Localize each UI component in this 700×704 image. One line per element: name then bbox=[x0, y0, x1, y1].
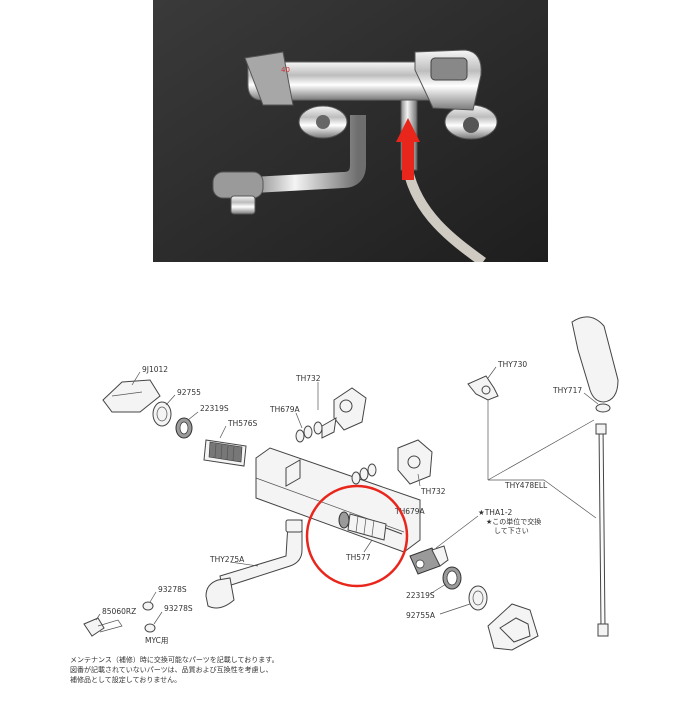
label-th732-top: TH732 bbox=[295, 374, 321, 383]
label-9j1012: 9J1012 bbox=[142, 365, 168, 374]
shower-hose bbox=[403, 168, 486, 262]
part-th679a-top bbox=[295, 421, 323, 443]
label-thy275a: THY275A bbox=[209, 555, 245, 564]
label-thy717: THY717 bbox=[552, 386, 582, 395]
part-mixer-body bbox=[255, 447, 421, 553]
part-th577-valve bbox=[338, 511, 403, 541]
left-wall-bracket bbox=[298, 105, 348, 139]
label-th679a-top: TH679A bbox=[269, 405, 301, 414]
faucet-photo: 40 bbox=[153, 0, 548, 262]
part-th576s-cartridge bbox=[203, 439, 247, 467]
footnote-line-3: 補修品として設定しておりません。 bbox=[70, 675, 181, 684]
spout-pipe bbox=[252, 115, 366, 193]
label-th577: TH577 bbox=[345, 553, 371, 562]
part-93278s-washer-a bbox=[142, 601, 154, 611]
part-92755a-ring bbox=[468, 585, 488, 611]
part-thy275a-spout bbox=[205, 519, 303, 609]
label-22319s-top: 22319S bbox=[200, 404, 229, 413]
part-85060rz-key bbox=[83, 617, 123, 637]
label-thy730: THY730 bbox=[497, 360, 527, 369]
label-93278s-a: 93278S bbox=[158, 585, 187, 594]
part-th732-mid bbox=[397, 439, 433, 485]
part-thy717-shower-head bbox=[571, 316, 619, 413]
label-th732-mid: TH732 bbox=[420, 487, 446, 496]
label-92755: 92755 bbox=[177, 388, 201, 397]
spout-cover bbox=[212, 171, 264, 199]
label-tha1-2-note-1: ★この単位で交換 bbox=[486, 517, 541, 526]
label-tha1-2-note-2: して下さい bbox=[494, 527, 529, 535]
footnote-line-1: メンテナンス（補修）時に交換可能なパーツを記載しております。 bbox=[70, 655, 279, 664]
part-right-lever-handle bbox=[487, 603, 539, 651]
spout-outlet bbox=[230, 195, 256, 215]
part-93278s-washer-b bbox=[144, 623, 156, 633]
label-th576s: TH576S bbox=[227, 419, 258, 428]
highlight-circle bbox=[305, 484, 409, 588]
temperature-handle bbox=[244, 51, 294, 106]
part-9j1012-handle bbox=[102, 379, 161, 413]
part-thy478ell-hose bbox=[595, 423, 609, 637]
mixer-body bbox=[247, 61, 454, 101]
label-22319s-bottom: 22319S bbox=[406, 591, 435, 600]
label-tha1-2: ★THA1-2 bbox=[478, 508, 513, 517]
label-85060rz: 85060RZ bbox=[102, 607, 136, 616]
part-th679a-mid bbox=[351, 463, 377, 485]
parts-diagram-svg: 9J1012 92755 22319S TH576S bbox=[70, 316, 619, 684]
label-thy478ell: THY478ELL bbox=[504, 481, 548, 490]
temperature-dial-number: 40 bbox=[281, 66, 290, 74]
label-92755a: 92755A bbox=[406, 611, 436, 620]
label-93278s-b: 93278S bbox=[164, 604, 193, 613]
label-myc-note: MYC用 bbox=[145, 636, 168, 645]
part-th732-top bbox=[321, 387, 367, 439]
product-photo: 40 bbox=[153, 0, 548, 262]
part-thy730-elbow bbox=[467, 375, 499, 401]
part-tha1-2-assembly bbox=[409, 545, 449, 575]
part-22319s-bottom bbox=[442, 566, 462, 590]
footnote-line-2: 図番が記載されていないパーツは、品質および互換性を考慮し、 bbox=[70, 665, 273, 674]
exploded-parts-diagram: 9J1012 92755 22319S TH576S bbox=[0, 262, 700, 700]
part-92755-ring bbox=[152, 401, 172, 427]
label-th679a-mid: TH679A bbox=[394, 507, 426, 516]
red-arrow-icon bbox=[396, 118, 420, 180]
part-22319s-top bbox=[175, 417, 193, 439]
flow-handle-grip bbox=[430, 57, 468, 81]
right-wall-bracket bbox=[444, 104, 498, 140]
